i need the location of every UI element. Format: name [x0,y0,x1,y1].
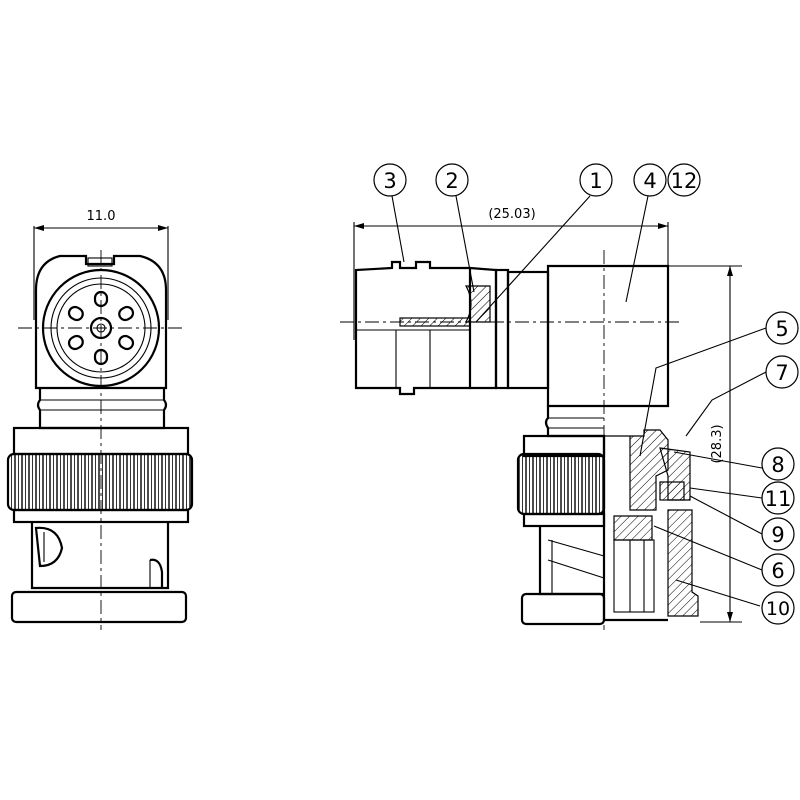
side-view: (25.03) (28.3) [340,207,742,630]
callout-3-label: 3 [383,169,396,193]
callout-11-label: 11 [765,487,792,511]
length-dimension-label: (25.03) [488,207,535,222]
callout-1-label: 1 [589,169,602,193]
callout-9-label: 9 [771,523,784,547]
front-view: 11.0 [6,209,194,630]
callout-10-label: 10 [766,598,790,620]
width-dimension-label: 11.0 [87,209,116,224]
height-dimension: (28.3) [668,265,742,623]
callout-8-label: 8 [771,453,784,477]
width-dimension: 11.0 [33,209,169,320]
callout-2-label: 2 [445,169,458,193]
callout-4-label: 4 [643,169,656,193]
callout-6-label: 6 [771,559,784,583]
height-dimension-label: (28.3) [710,424,725,463]
callout-7-label: 7 [775,361,788,385]
callouts: 3 2 1 4 12 5 7 8 11 9 [373,163,799,625]
callout-5-label: 5 [775,317,788,341]
callout-12-label: 12 [671,169,698,193]
